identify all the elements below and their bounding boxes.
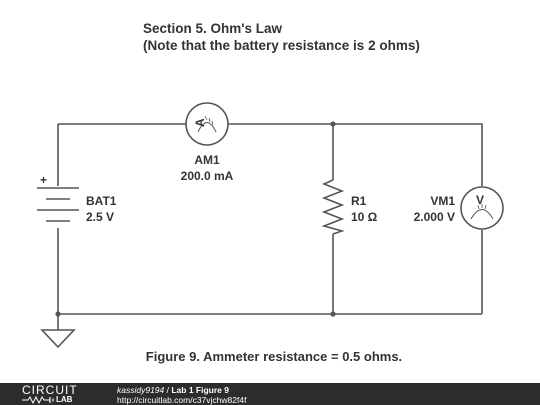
project-url[interactable]: http://circuitlab.com/c37vjchw82f4f: [117, 395, 247, 405]
battery-name: BAT1: [86, 194, 117, 208]
voltmeter-reading: 2.000 V: [414, 210, 455, 224]
figure-caption: Figure 9. Ammeter resistance = 0.5 ohms.: [145, 349, 403, 364]
battery-plus-sign: +: [40, 173, 47, 187]
ammeter-name: AM1: [194, 153, 220, 167]
junction-dot: [330, 311, 336, 317]
voltmeter-name: VM1: [430, 194, 455, 208]
logo-text-bottom: LAB: [56, 395, 73, 404]
logo-text-top: CIRCUIT: [22, 383, 78, 397]
ammeter-symbol: A: [185, 102, 229, 146]
resistor-logo-icon: [22, 396, 54, 404]
junction-dot: [55, 311, 61, 317]
circuit-schematic: A + V AM1 200.0 mA BAT1 2.5 V R1 10 Ω VM…: [37, 102, 504, 349]
resistor-value: 10 Ω: [351, 210, 378, 224]
footer-info: kassidy9194 / Lab 1 Figure 9 http://circ…: [117, 385, 246, 405]
battery-symbol: +: [37, 173, 79, 222]
title-line-2: (Note that the battery resistance is 2 o…: [143, 38, 420, 53]
title-line-1: Section 5. Ohm's Law: [143, 21, 282, 36]
footer-bar: CIRCUIT LAB kassidy9194 / Lab 1 Figure 9…: [0, 383, 540, 405]
author-link[interactable]: kassidy9194: [117, 385, 165, 395]
project-title[interactable]: Lab 1 Figure 9: [171, 385, 229, 395]
voltmeter-symbol: V: [460, 186, 504, 230]
circuitlab-logo[interactable]: CIRCUIT LAB: [22, 384, 94, 404]
ground-symbol: [40, 329, 76, 349]
wires: [57, 123, 483, 330]
resistor-name: R1: [351, 194, 367, 208]
junction-dot: [330, 121, 336, 127]
diagram-title: Section 5. Ohm's Law (Note that the batt…: [143, 20, 420, 54]
breadcrumb-separator: /: [164, 385, 172, 395]
wire-top-right: [228, 123, 483, 186]
resistor-zigzag: [321, 179, 345, 235]
ammeter-letter: A: [193, 118, 207, 127]
voltmeter-letter: V: [476, 193, 484, 207]
battery-voltage: 2.5 V: [86, 210, 114, 224]
ammeter-reading: 200.0 mA: [181, 169, 234, 183]
